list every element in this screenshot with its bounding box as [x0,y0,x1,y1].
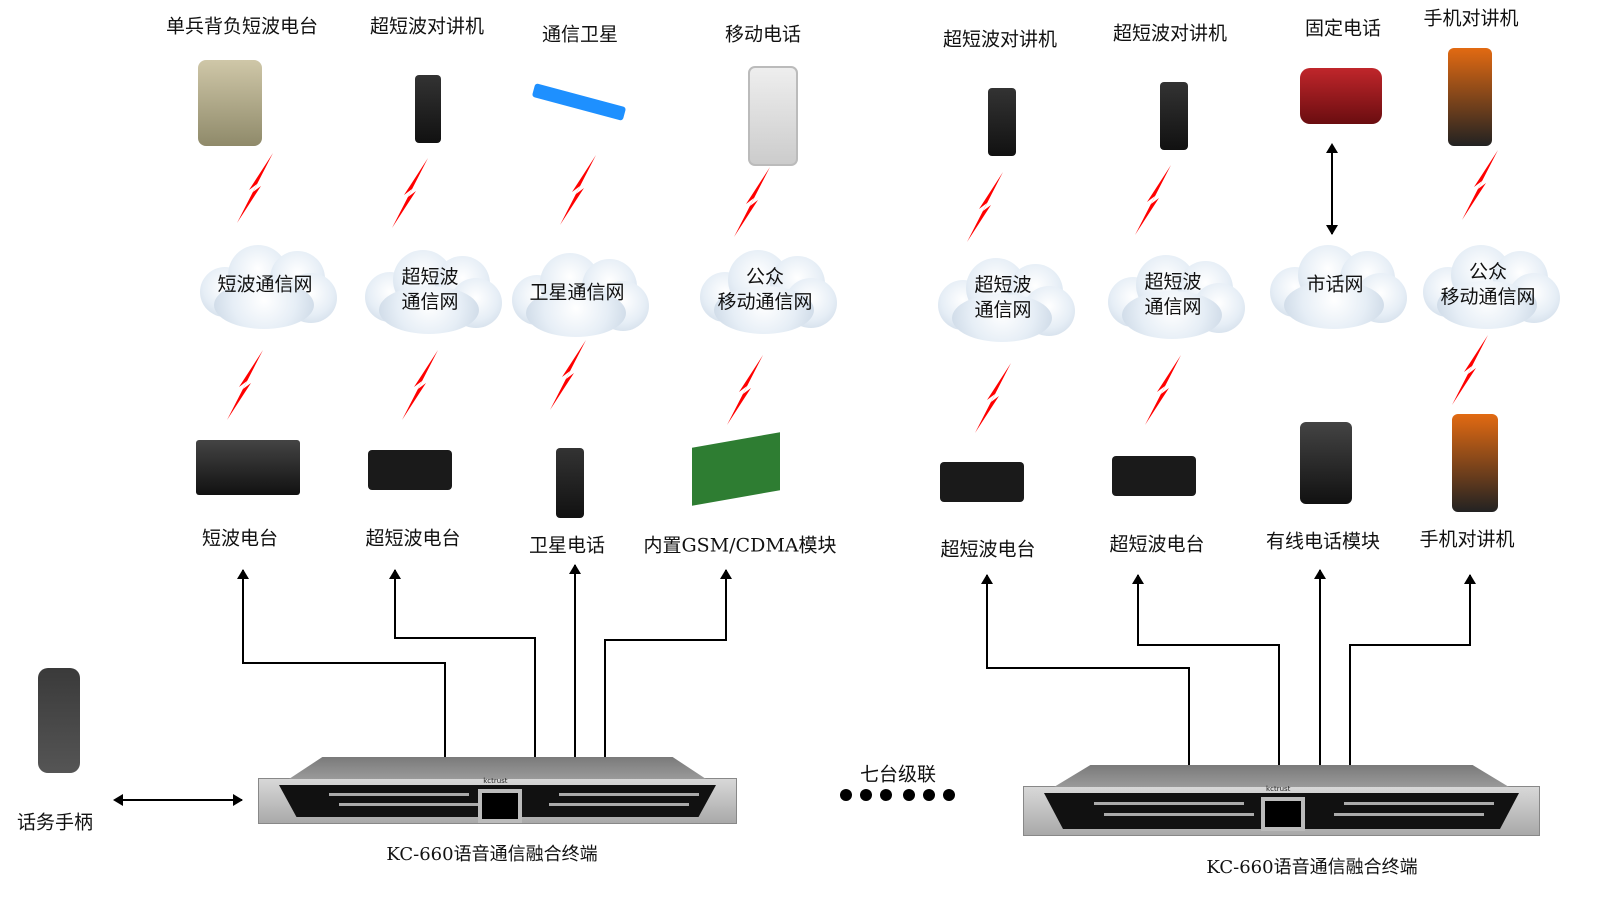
cascade-dot [880,789,892,801]
handset-label: 话务手柄 [16,811,94,834]
top-device-label: 超短波对讲机 [369,15,485,38]
wireless-link-icon [227,350,263,420]
walkie-talkie-image [415,75,441,143]
brand-logo: kctrust [1266,785,1291,793]
network-cloud: 超短波 通信网 [355,242,505,338]
wireless-link-icon [402,350,438,420]
link-arrow [237,569,451,767]
kc660-terminal-left: kctrust [258,757,737,824]
wired-phone-module-image [1300,422,1352,504]
wireless-link-icon [1135,165,1171,235]
cloud-label: 超短波 通信网 [1144,271,1202,318]
top-device-label: 固定电话 [1304,17,1382,40]
top-device-label: 移动电话 [724,23,802,46]
link-arrow [389,569,541,767]
brand-logo: kctrust [483,777,508,785]
manpack-radio-image [198,60,262,146]
bottom-device-label: 有线电话模块 [1265,530,1381,553]
cloud-label: 超短波 通信网 [401,266,459,313]
network-cloud: 卫星通信网 [502,245,652,341]
network-cloud: 超短波 通信网 [1098,247,1248,343]
hf-radio-image [196,440,300,495]
network-cloud: 短波通信网 [190,237,340,333]
bottom-device-label: 短波电台 [201,527,279,550]
link-arrow [1344,574,1476,775]
walkie-talkie-image [988,88,1016,156]
bottom-device-label: 超短波电台 [940,538,1036,561]
cloud-label: 公众 移动通信网 [717,266,813,313]
cascade-dot [903,789,915,801]
cloud-label: 公众 移动通信网 [1440,261,1536,308]
vhf-radio-image [368,450,452,490]
bottom-device-label: 手机对讲机 [1419,528,1515,551]
satellite-phone-image [556,448,584,518]
top-device-label: 超短波对讲机 [942,28,1058,51]
link-arrow [1132,574,1285,775]
link-arrow [981,574,1195,775]
mobile-phone-image [748,66,798,166]
wireless-link-icon [560,155,596,225]
cloud-label: 短波通信网 [217,273,313,296]
wireless-link-icon [975,363,1011,433]
bottom-device-label: 卫星电话 [528,534,606,557]
rugged-phone-image [1448,48,1492,146]
network-cloud: 超短波 通信网 [928,250,1078,346]
link-arrow [599,569,732,767]
cascade-dot [860,789,872,801]
wireless-link-icon [550,340,586,410]
terminal-label-left: KC-660语音通信融合终端 [386,844,598,865]
cloud-label: 卫星通信网 [529,281,625,304]
bottom-device-label: 超短波电台 [1109,533,1205,556]
desk-phone-image [1300,68,1382,124]
wireless-link-icon [1145,355,1181,425]
network-cloud: 公众 移动通信网 [690,242,840,338]
cascade-dot [840,789,852,801]
kc660-terminal-right: kctrust [1023,765,1540,836]
rugged-phone-image [1452,414,1498,512]
top-device-label: 通信卫星 [541,23,619,46]
top-device-label: 超短波对讲机 [1112,22,1228,45]
dispatch-handset-image [38,668,80,773]
wireless-link-icon [1462,150,1498,220]
wireless-link-icon [392,158,428,228]
wireless-link-icon [237,153,273,223]
wireless-link-icon [1452,335,1488,405]
cascade-dot [943,789,955,801]
wireless-link-icon [727,355,763,425]
network-cloud: 市话网 [1260,237,1410,333]
wireless-link-icon [734,167,770,237]
bottom-device-label: 超短波电台 [365,527,461,550]
bottom-device-label: 内置GSM/CDMA模块 [643,534,837,557]
vhf-radio-image [1112,456,1196,496]
wireless-link-icon [967,172,1003,242]
cascade-dot [923,789,935,801]
cascade-label: 七台级联 [859,763,937,786]
vhf-radio-image [940,462,1024,502]
cloud-label: 超短波 通信网 [974,274,1032,321]
top-device-label: 单兵背负短波电台 [165,15,319,38]
top-device-label: 手机对讲机 [1423,7,1519,30]
network-cloud: 公众 移动通信网 [1413,237,1563,333]
walkie-talkie-image [1160,82,1188,150]
cloud-label: 市话网 [1306,273,1364,296]
terminal-label-right: KC-660语音通信融合终端 [1206,857,1418,878]
